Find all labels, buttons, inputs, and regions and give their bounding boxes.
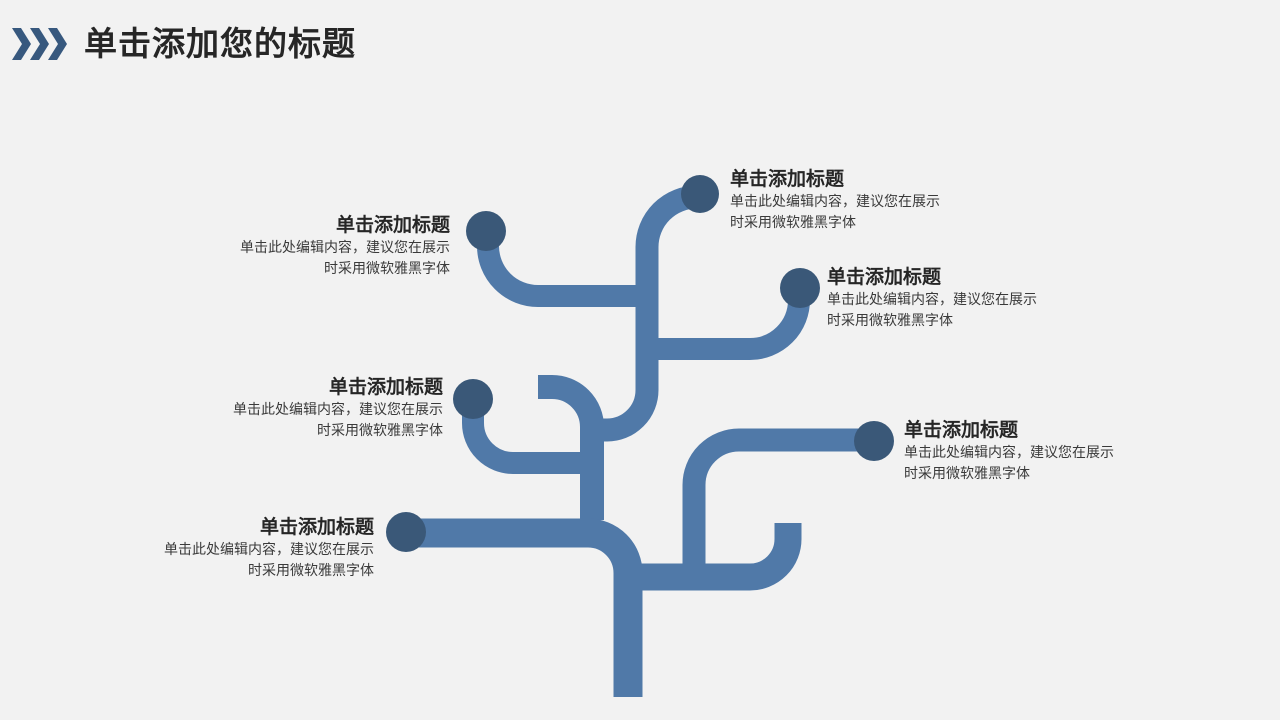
node-desc-line1: 单击此处编辑内容，建议您在展示: [827, 292, 1037, 308]
node-desc-line1: 单击此处编辑内容，建议您在展示: [164, 542, 374, 558]
page-title[interactable]: 单击添加您的标题: [84, 24, 356, 63]
node-title: 单击添加标题: [904, 419, 1019, 441]
node-title: 单击添加标题: [259, 516, 374, 538]
branch-middle-left: [462, 399, 586, 474]
node-desc-line1: 单击此处编辑内容，建议您在展示: [730, 194, 940, 210]
node-middle-right[interactable]: 单击添加标题 单击此处编辑内容，建议您在展示 时采用微软雅黑字体: [904, 417, 1114, 485]
node-circle-4: [453, 379, 493, 419]
branch-middle-hook: [538, 375, 604, 520]
node-desc-line1: 单击此处编辑内容，建议您在展示: [233, 402, 443, 418]
branch-lower-right: [682, 428, 874, 570]
node-upper-right[interactable]: 单击添加标题 单击此处编辑内容，建议您在展示 时采用微软雅黑字体: [827, 264, 1037, 332]
node-desc-line2: 时采用微软雅黑字体: [730, 215, 856, 231]
node-desc-line2: 时采用微软雅黑字体: [904, 466, 1030, 482]
node-desc-line2: 时采用微软雅黑字体: [324, 261, 450, 277]
node-top-right[interactable]: 单击添加标题 单击此处编辑内容，建议您在展示 时采用微软雅黑字体: [730, 166, 940, 234]
branch-upper-left: [477, 231, 640, 307]
node-desc-line2: 时采用微软雅黑字体: [317, 423, 443, 439]
node-middle-left[interactable]: 单击添加标题 单击此处编辑内容，建议您在展示 时采用微软雅黑字体: [233, 374, 443, 442]
node-desc-line2: 时采用微软雅黑字体: [827, 313, 953, 329]
node-upper-left[interactable]: 单击添加标题 单击此处编辑内容，建议您在展示 时采用微软雅黑字体: [240, 212, 450, 280]
node-circle-1: [466, 211, 506, 251]
node-circle-5: [854, 421, 894, 461]
node-circle-6: [386, 512, 426, 552]
branch-lower-left: [406, 518, 643, 697]
node-title: 单击添加标题: [827, 266, 942, 288]
branch-upper-trunk: [592, 185, 709, 442]
node-desc-line2: 时采用微软雅黑字体: [248, 563, 374, 579]
node-desc-line1: 单击此处编辑内容，建议您在展示: [240, 240, 450, 256]
node-lower-left[interactable]: 单击添加标题 单击此处编辑内容，建议您在展示 时采用微软雅黑字体: [164, 514, 374, 582]
node-desc-line1: 单击此处编辑内容，建议您在展示: [904, 445, 1114, 461]
node-title: 单击添加标题: [328, 376, 443, 398]
node-title: 单击添加标题: [730, 168, 845, 190]
branch-upper-right: [654, 288, 810, 360]
branch-bottom-hook: [636, 523, 802, 591]
triple-chevron-right-icon: [12, 28, 67, 60]
node-circle-3: [780, 268, 820, 308]
node-circle-2: [681, 175, 719, 213]
node-title: 单击添加标题: [335, 214, 450, 236]
